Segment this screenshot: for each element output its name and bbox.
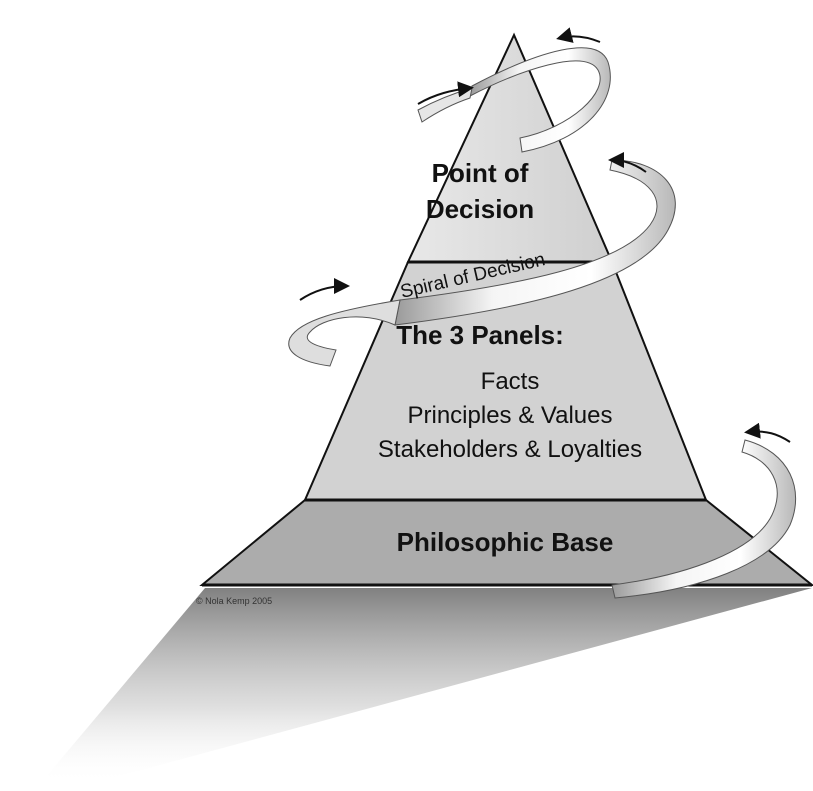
base-panel-label: Philosophic Base — [396, 527, 614, 557]
arrow-middle-left — [299, 278, 350, 301]
arrow-middle-right — [608, 152, 647, 173]
middle-panel-item-facts: Facts — [480, 368, 540, 395]
spiral-ribbon-top — [469, 47, 611, 153]
arrow-top-left — [417, 81, 474, 105]
apex-title-line-2: Decision — [425, 194, 535, 224]
arrow-top-right — [556, 27, 601, 43]
middle-panel-heading: The 3 Panels: — [396, 320, 564, 350]
spiral-ribbon-bottom — [611, 439, 797, 599]
apex-title-line-1: Point of — [431, 158, 529, 188]
arrow-bottom-right — [744, 422, 791, 443]
middle-panel-item-principles: Principles & Values — [407, 402, 613, 429]
floor-shadow — [40, 588, 812, 784]
spiral-ribbon-left-wrap — [288, 299, 401, 367]
middle-panel-item-stakeholders: Stakeholders & Loyalties — [377, 436, 643, 463]
copyright-notice: © Nola Kemp 2005 — [196, 596, 273, 606]
